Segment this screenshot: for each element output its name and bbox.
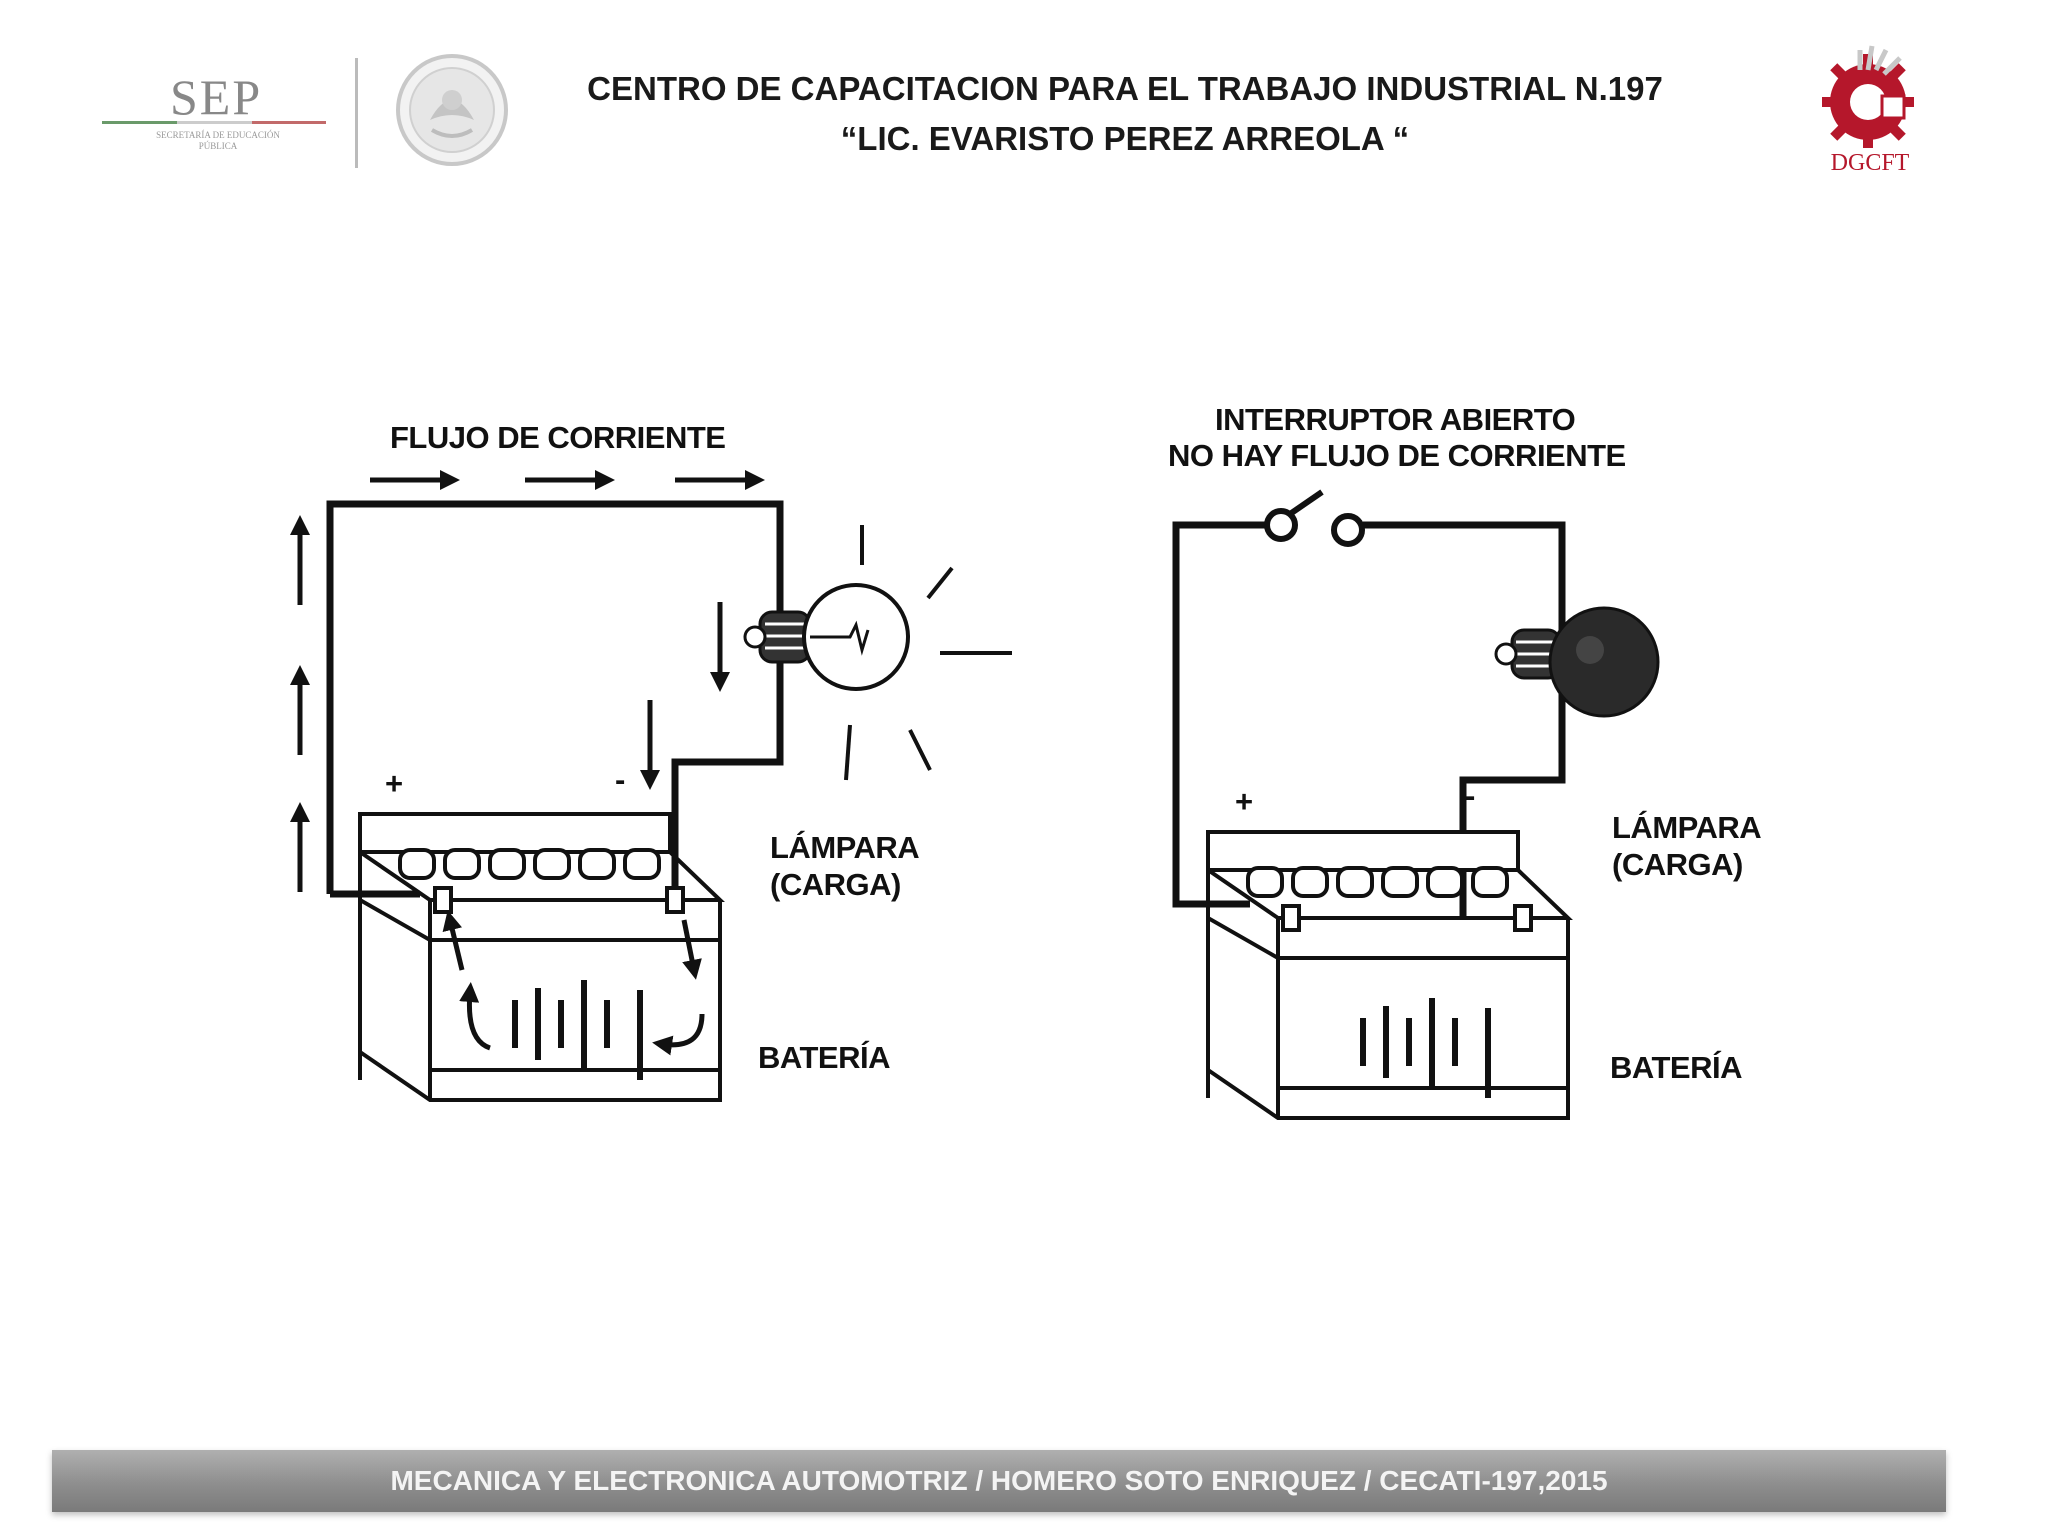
battery-label: BATERÍA — [1610, 1050, 1742, 1085]
dgcft-logo-text: DGCFT — [1830, 150, 1910, 176]
open-switch-icon — [1264, 489, 1365, 547]
dgcft-gear-icon — [1822, 45, 1914, 148]
dgcft-logo: DGCFT — [1800, 40, 1940, 190]
positive-terminal-label: + — [385, 766, 403, 801]
logo-divider — [355, 58, 358, 168]
lamp-off-icon — [1494, 606, 1660, 718]
switch-open-label: INTERRUPTOR ABIERTO — [1215, 402, 1576, 437]
lamp-label: LÁMPARA — [1612, 810, 1762, 845]
positive-terminal-label: + — [1235, 784, 1253, 819]
lamp-lit-icon — [743, 525, 1012, 781]
circuit-diagram: FLUJO DE CORRIENTE + - LÁMPARA (CARGA) B… — [250, 380, 1810, 1200]
no-flow-label: NO HAY FLUJO DE CORRIENTE — [1168, 438, 1626, 473]
title-line-1: CENTRO DE CAPACITACION PARA EL TRABAJO I… — [587, 70, 1663, 107]
battery-label: BATERÍA — [758, 1040, 890, 1075]
flow-label: FLUJO DE CORRIENTE — [390, 420, 726, 455]
sep-logo-subtitle: SECRETARÍA DE EDUCACIÓN PÚBLICA — [156, 130, 280, 151]
open-circuit-wire — [1272, 528, 1810, 858]
sep-logo-icon — [102, 121, 326, 124]
closed-circuit — [290, 470, 1012, 1102]
battery-icon — [358, 812, 725, 1102]
sep-logo: SEP SECRETARÍA DE EDUCACIÓN PÚBLICA — [100, 50, 360, 170]
negative-terminal-label: - — [615, 762, 625, 797]
mexico-seal-icon — [396, 54, 508, 166]
sep-logo-text: SEP — [170, 69, 263, 125]
battery-icon — [1206, 830, 1573, 1120]
footer-text: MECANICA Y ELECTRONICA AUTOMOTRIZ / HOME… — [390, 1465, 1608, 1496]
lamp-load-label: (CARGA) — [1612, 847, 1743, 882]
footer-bar: MECANICA Y ELECTRONICA AUTOMOTRIZ / HOME… — [52, 1450, 1946, 1512]
title-line-2: “LIC. EVARISTO PEREZ ARREOLA “ — [840, 120, 1410, 157]
open-circuit — [1172, 489, 1810, 1120]
circuit-drawing — [290, 470, 1810, 1120]
page-title: CENTRO DE CAPACITACION PARA EL TRABAJO I… — [560, 64, 1690, 164]
lamp-load-label: (CARGA) — [770, 867, 901, 902]
lamp-label: LÁMPARA — [770, 830, 920, 865]
negative-terminal-label: - — [1465, 778, 1475, 813]
